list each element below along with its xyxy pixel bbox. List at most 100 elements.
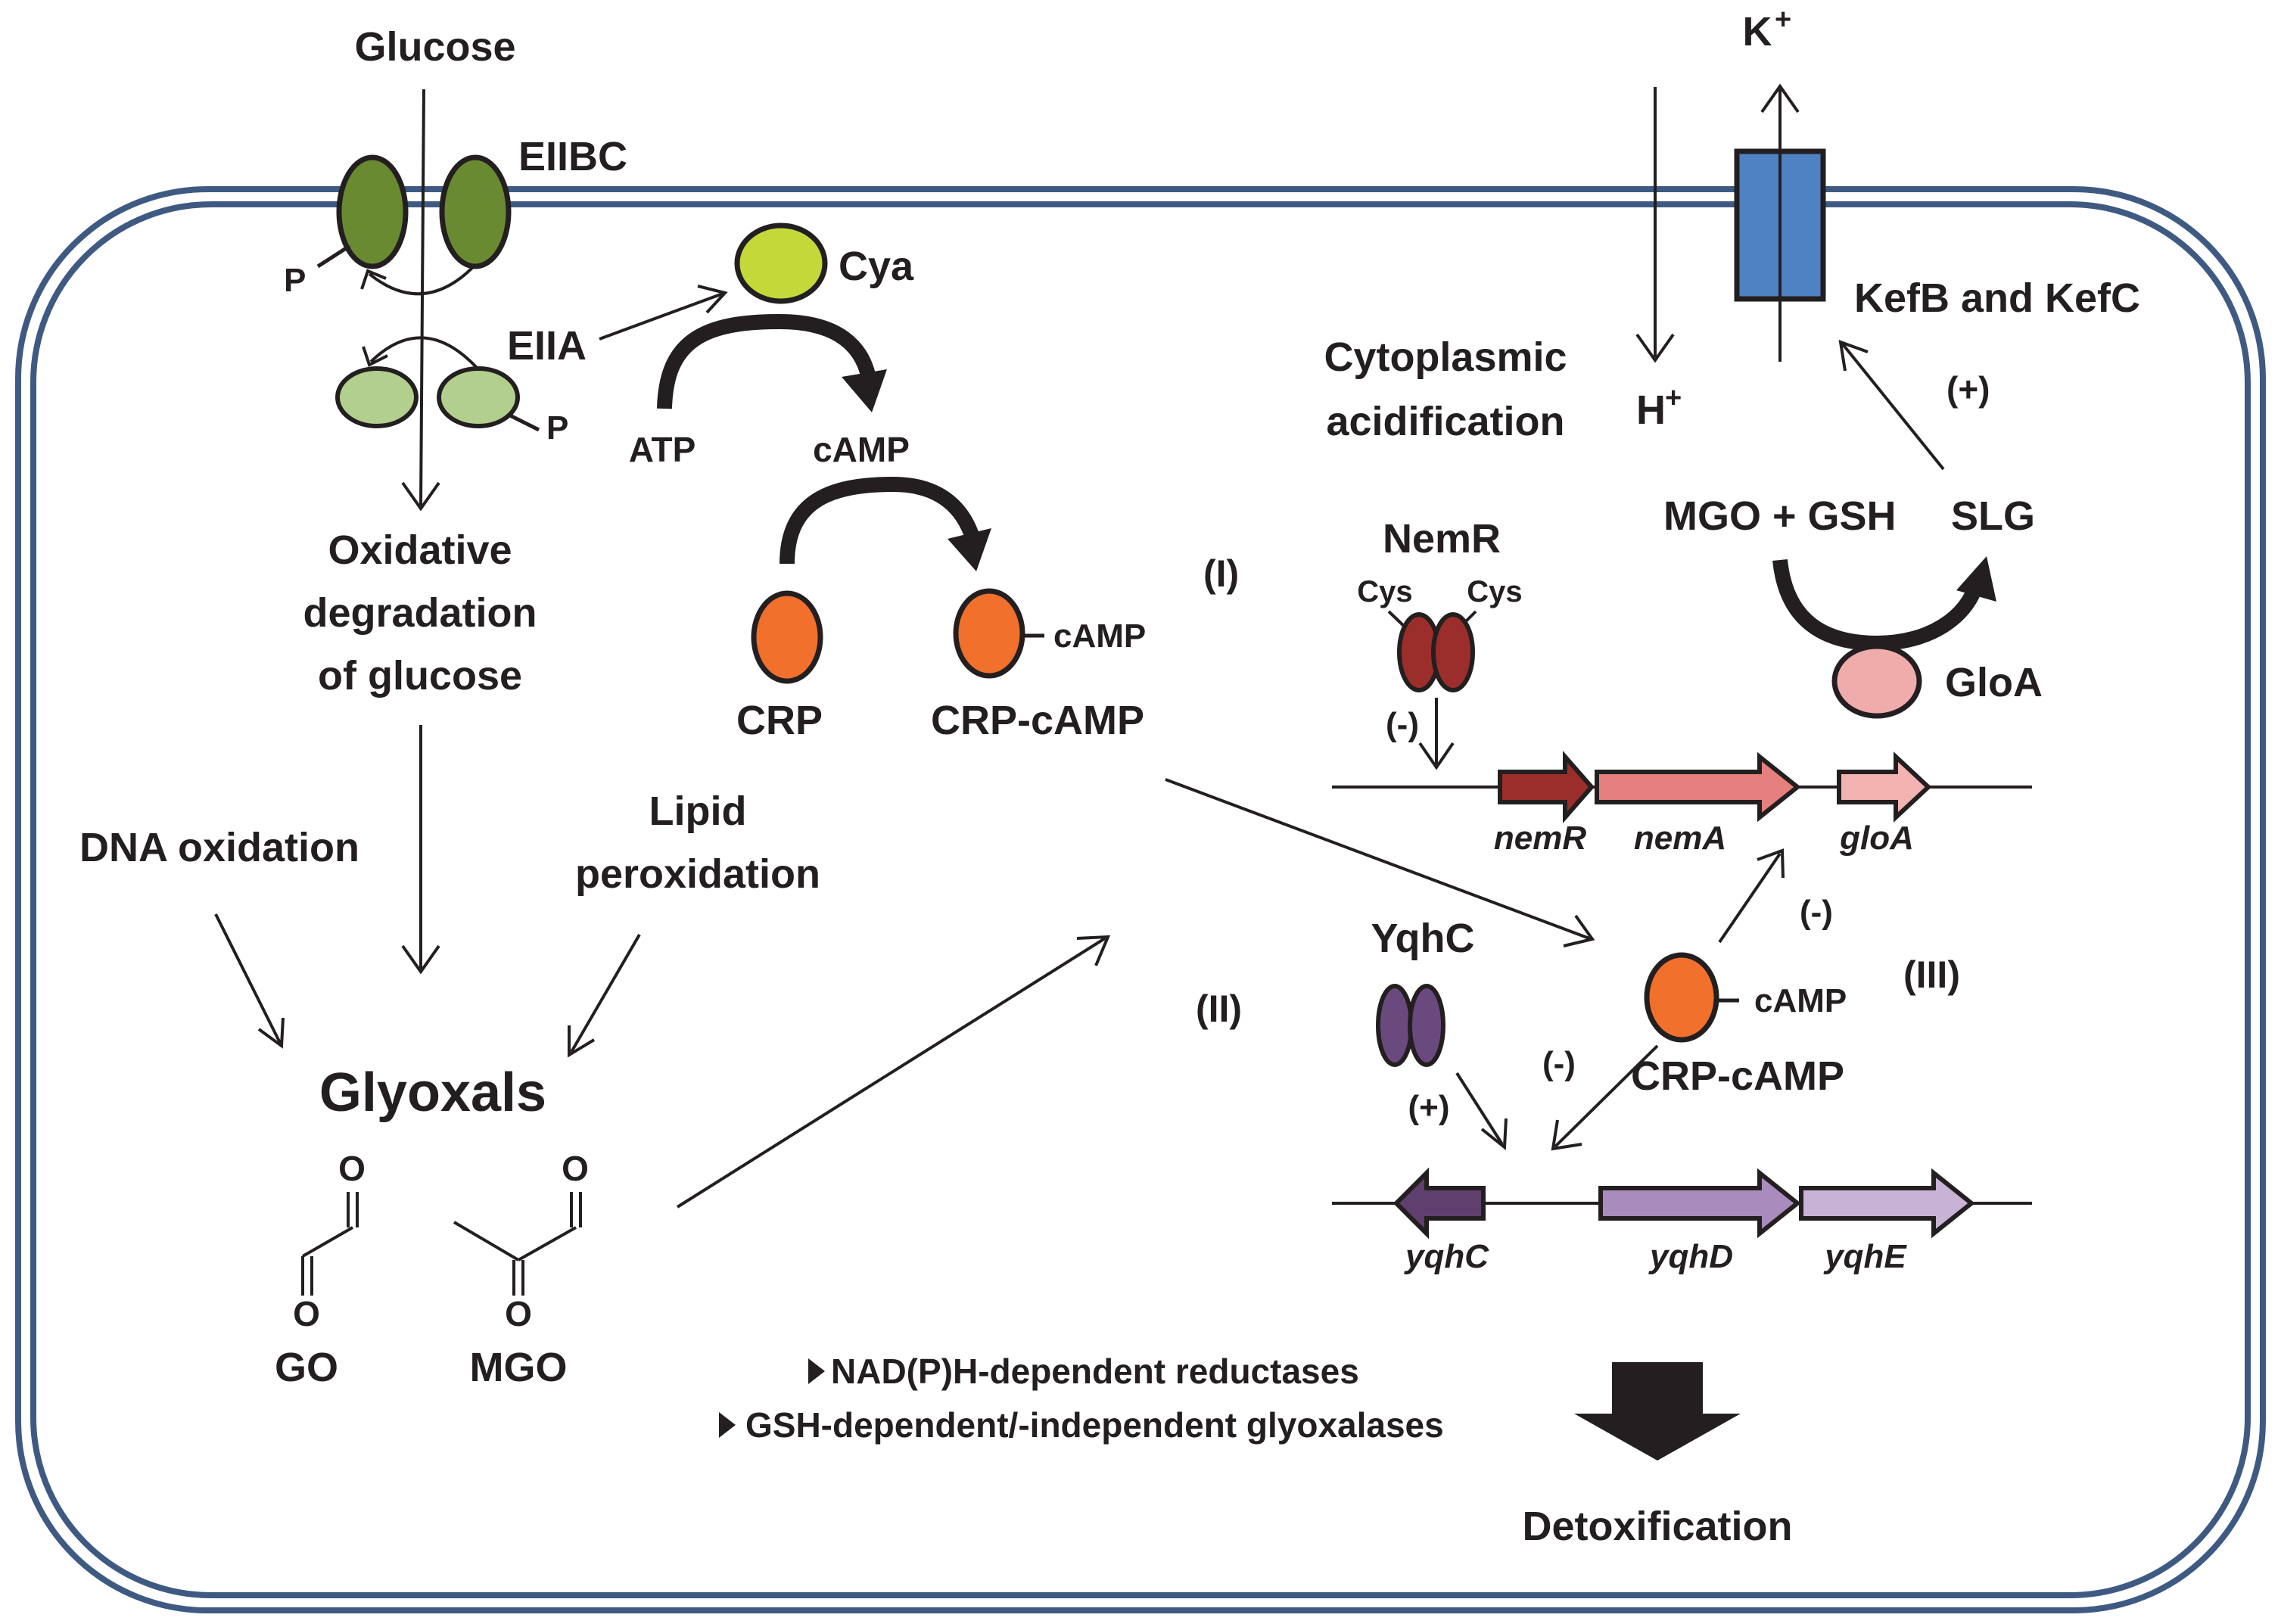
k-plus-efflux-arrow-head xyxy=(1760,83,1800,114)
crp-protein xyxy=(751,590,823,684)
yqhc-gene-label: yqhC xyxy=(1404,1238,1489,1275)
k-plus-superscript: + xyxy=(1775,4,1791,36)
bullet-2-marker xyxy=(719,1412,736,1438)
nemr-repression-arrow-head xyxy=(1418,742,1455,770)
crp-camp-regulation: cAMP CRP-cAMP (III) (-) (-) xyxy=(1165,778,1960,1151)
cys-left-label: Cys xyxy=(1357,575,1412,608)
yqhd-gene-label: yqhD xyxy=(1648,1238,1733,1275)
cell-membrane xyxy=(15,186,2266,1613)
mgo-oxygen-top: O xyxy=(562,1149,589,1188)
glucose-arrow xyxy=(419,89,425,506)
eiia-protein xyxy=(335,366,419,428)
cya-label: Cya xyxy=(839,244,914,289)
h-plus-superscript: + xyxy=(1665,382,1682,414)
gloa-reaction: MGO + GSH SLG GloA xyxy=(1663,493,2043,719)
cytoplasmic-label-line2: acidification xyxy=(1326,399,1564,444)
gloa-protein-label: GloA xyxy=(1945,660,2043,705)
crp-to-yqhd-arrow xyxy=(1554,1044,1659,1148)
eiia-phospho-protein xyxy=(437,366,520,428)
kef-system: K + H + KefB and KefC Cytoplasmic acidif… xyxy=(1324,4,2140,471)
crp-camp-translocation-arrow xyxy=(1165,778,1590,940)
go-label: GO xyxy=(275,1345,338,1390)
yqhc-activation-arrow-head xyxy=(1480,1118,1508,1150)
detoxification-section: NAD(P)H-dependent reductases GSH-depende… xyxy=(719,1352,1793,1549)
yqhe-gene-label: yqhE xyxy=(1823,1238,1907,1275)
bullet-1-marker xyxy=(808,1358,825,1384)
atp-to-camp-arc xyxy=(657,313,876,409)
slg-to-kef-arrow xyxy=(1841,343,1945,471)
crp-to-yqhd-arrow-head xyxy=(1551,1119,1582,1151)
yqhe-gene-arrow xyxy=(1799,1168,1975,1239)
glucose-arrow-head xyxy=(401,481,440,512)
glyoxals-to-regulation-arrow xyxy=(676,937,1106,1209)
yqhc-protein-right xyxy=(1408,984,1445,1067)
crp-binding-arc-head xyxy=(948,528,991,571)
camp-label: cAMP xyxy=(813,430,910,469)
detoxification-arrow xyxy=(1574,1362,1741,1461)
dna-oxidation-arrow xyxy=(214,913,282,1044)
nemr-protein-label: NemR xyxy=(1383,516,1501,562)
h-plus-influx-arrow-head xyxy=(1635,333,1675,363)
go-oxygen-bottom: O xyxy=(293,1294,320,1333)
gloa-gene-label: gloA xyxy=(1839,820,1914,857)
oxidative-label-line1: Oxidative xyxy=(328,527,512,573)
crp-label: CRP xyxy=(736,698,823,743)
eiia-to-cya-arrow xyxy=(599,292,724,341)
eiia-to-cya-arrow-head xyxy=(697,285,728,314)
camp-small-right-label: cAMP xyxy=(1754,982,1847,1019)
gloa-catalysis-arc-head xyxy=(1956,556,1996,602)
cys-right-label: Cys xyxy=(1467,575,1522,608)
kef-activation-sign: (+) xyxy=(1946,369,1990,409)
nemr-protein-right xyxy=(1431,612,1475,692)
yqhc-protein-left xyxy=(1376,984,1414,1067)
go-structure: O O GO xyxy=(275,1149,366,1390)
cya-protein xyxy=(734,222,828,304)
mgo-structure: O O MGO xyxy=(453,1149,589,1390)
lipid-label-line1: Lipid xyxy=(649,789,747,834)
eiibc-left-protein xyxy=(336,154,409,269)
glyoxals-label: Glyoxals xyxy=(319,1062,546,1123)
region-ii-label: (II) xyxy=(1196,988,1242,1030)
nemr-gene-label: nemR xyxy=(1494,820,1586,857)
yqhc-operon: YqhC (+) yqhC yqhD yqhE xyxy=(1332,916,2032,1275)
nema-gene-arrow xyxy=(1595,751,1801,823)
oxidative-label-line3: of glucose xyxy=(318,653,522,698)
phospho-transfer-arc-upper-head xyxy=(360,269,387,290)
bullet-1-label: NAD(P)H-dependent reductases xyxy=(831,1352,1359,1391)
dna-oxidation-arrow-head xyxy=(257,1017,285,1049)
mgo-gsh-label: MGO + GSH xyxy=(1663,493,1897,539)
p-bond-upper xyxy=(316,244,351,269)
crp-to-gloa-arrow xyxy=(1718,852,1782,944)
crp-camp-left-protein xyxy=(953,588,1025,679)
crp-binding-arc xyxy=(780,476,980,565)
gloa-gene-arrow xyxy=(1837,751,1932,823)
crp-camp-right-label: CRP-cAMP xyxy=(1631,1053,1844,1099)
mgo-label: MGO xyxy=(470,1345,568,1390)
gloa-repression-sign: (-) xyxy=(1800,894,1833,931)
phosphate-upper-label: P xyxy=(284,262,306,299)
camp-small-left-label: cAMP xyxy=(1053,618,1146,655)
inner-membrane xyxy=(30,201,2251,1598)
glucose-uptake: Glucose EIIBC P P EIIA xyxy=(284,24,627,512)
h-label: H xyxy=(1636,387,1666,433)
phospho-transfer-arc-lower xyxy=(369,336,480,371)
slg-label: SLG xyxy=(1951,493,2035,539)
lipid-peroxidation-arrow-head xyxy=(568,1025,596,1058)
eiibc-right-protein xyxy=(439,154,512,269)
bullet-2-label: GSH-dependent/-independent glyoxalases xyxy=(745,1405,1444,1445)
gloa-protein xyxy=(1831,643,1922,719)
detoxification-label: Detoxification xyxy=(1522,1504,1792,1549)
oxidative-label-line2: degradation xyxy=(303,590,537,636)
yqhc-activation-arrow xyxy=(1455,1072,1504,1146)
crp-camp-right-protein xyxy=(1644,952,1719,1043)
lipid-label-line2: peroxidation xyxy=(575,851,820,897)
phosphate-lower-label: P xyxy=(546,409,568,446)
glyoxals-to-regulation-arrow-head xyxy=(1076,935,1111,966)
nemr-gene-arrow xyxy=(1498,751,1595,823)
cytoplasmic-label-line1: Cytoplasmic xyxy=(1324,334,1567,380)
k-label: K xyxy=(1743,9,1772,54)
glyoxal-formation: Oxidative degradation of glucose DNA oxi… xyxy=(79,527,1242,1390)
oxidative-to-glyoxals-arrow-head xyxy=(401,944,440,975)
